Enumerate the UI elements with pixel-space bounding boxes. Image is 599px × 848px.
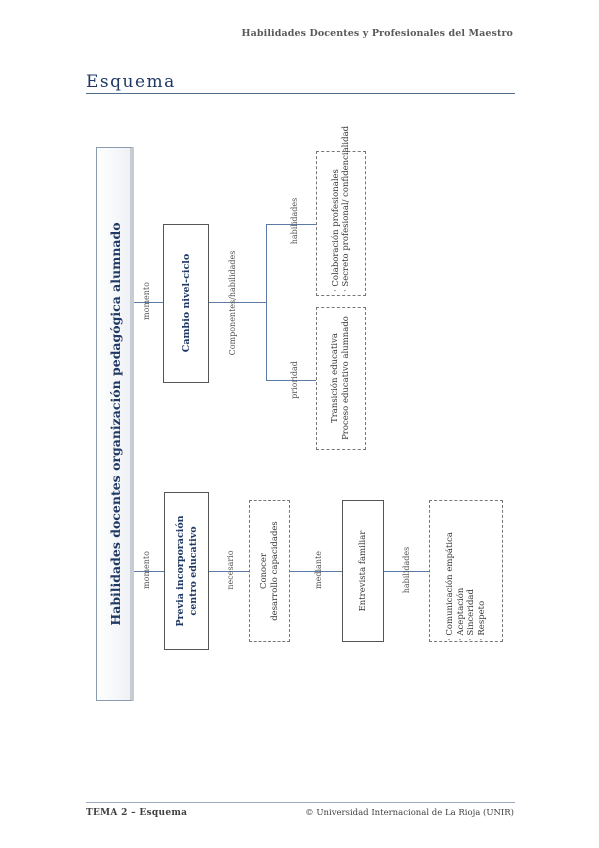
edge-label-componentes: Componentes/habilidades (227, 250, 237, 356)
entrevista-text: Entrevista familiar (357, 530, 368, 612)
connector-conocer-entrevista (290, 571, 342, 572)
root-label: Habilidades docentes organización pedagó… (107, 222, 123, 626)
footer-rule (86, 802, 515, 803)
connector-to-prioridad (266, 380, 316, 381)
edge-label-prioridad: prioridad (289, 361, 299, 399)
conocer-text: Conocer desarrollo capacidades (256, 502, 284, 640)
previa-line-2: centro educativo (188, 526, 199, 616)
list-item: Colaboración profesionales (331, 169, 342, 292)
root-box (96, 147, 134, 701)
list-item: Secreto profesional/ confidencialidad (341, 126, 352, 292)
connector-root-top (134, 302, 164, 303)
connector-to-habilidades (266, 224, 316, 225)
list-item: Comunicación empática (445, 532, 456, 641)
habilidades-bottom-list: Comunicación empática Aceptación Sinceri… (445, 501, 487, 641)
fork-vertical (266, 224, 267, 380)
previa-incorporacion-box (164, 492, 209, 650)
edge-label-momento-top: momento (141, 282, 151, 320)
prioridad-box (316, 307, 366, 450)
footer-copyright: © Universidad Internacional de La Rioja … (305, 808, 514, 818)
conocer-line-2: desarrollo capacidades (270, 521, 280, 621)
edge-label-habilidades-bottom: habilidades (401, 546, 411, 594)
entrevista-box (342, 500, 384, 642)
edge-label-momento-bottom: momento (141, 551, 151, 589)
prioridad-line-2: Proceso educativo alumnado (341, 316, 351, 440)
previa-incorporacion-label: Previa incorporación centro educativo (173, 492, 201, 650)
previa-line-1: Previa incorporación (175, 515, 186, 627)
cambio-nivel-ciclo-label: Cambio nivel-ciclo (180, 253, 192, 353)
edge-label-necesario: necesario (225, 550, 235, 590)
cambio-nivel-ciclo-box (163, 224, 209, 383)
connector-entrevista-habilidades (384, 571, 429, 572)
section-title: Esquema (86, 72, 176, 92)
prioridad-text: Transición educativa Proceso educativo a… (327, 308, 355, 448)
connector-previa-conocer (209, 571, 249, 572)
running-header: Habilidades Docentes y Profesionales del… (241, 28, 513, 39)
list-item: Respeto (477, 601, 488, 641)
connector-cambio-fork (209, 302, 266, 303)
list-item: Sinceridad (466, 589, 477, 641)
section-rule (86, 93, 515, 94)
habilidades-top-list: Colaboración profesionales Secreto profe… (324, 126, 358, 292)
edge-label-habilidades-top: habilidades (289, 197, 299, 245)
prioridad-line-1: Transición educativa (330, 333, 340, 423)
list-item: Aceptación (456, 588, 467, 641)
connector-root-bottom (134, 571, 164, 572)
conocer-box (249, 500, 290, 642)
edge-label-mediante: mediante (313, 551, 323, 589)
conocer-line-1: Conocer (259, 552, 269, 590)
footer-topic: TEMA 2 – Esquema (86, 808, 188, 818)
